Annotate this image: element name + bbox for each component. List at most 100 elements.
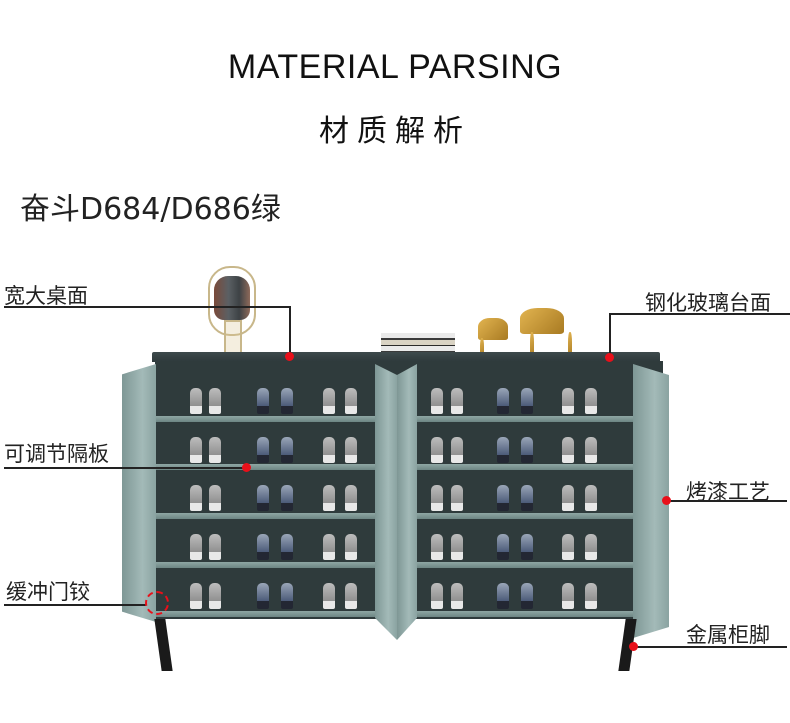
callout-dot <box>605 353 614 362</box>
shoe <box>562 437 574 463</box>
shoe <box>345 583 357 609</box>
shoe <box>257 437 269 463</box>
shoe <box>521 534 533 560</box>
deer-legs <box>568 332 572 358</box>
deer-legs <box>530 332 534 358</box>
shoe <box>585 388 597 414</box>
shelf <box>415 464 663 470</box>
shelf <box>155 611 377 617</box>
left-door <box>122 364 156 622</box>
shoe <box>281 437 293 463</box>
callout-wide-top: 宽大桌面 <box>4 284 88 308</box>
shoe <box>451 534 463 560</box>
callout-paint-process: 烤漆工艺 <box>686 480 770 504</box>
callout-line <box>609 313 611 355</box>
shoe <box>257 534 269 560</box>
shoe <box>257 485 269 511</box>
callout-line <box>609 313 790 315</box>
shelf <box>155 513 377 519</box>
title-english: MATERIAL PARSING <box>227 48 563 86</box>
callout-adjustable-shelf: 可调节隔板 <box>4 442 109 466</box>
callout-line <box>4 306 290 308</box>
callout-tempered-glass-top: 钢化玻璃台面 <box>645 291 771 315</box>
shoe <box>209 583 221 609</box>
title-chinese: 材质解析 <box>319 114 471 149</box>
shoe <box>451 485 463 511</box>
shoe <box>521 437 533 463</box>
shoe <box>562 583 574 609</box>
shoe <box>190 437 202 463</box>
shelf <box>415 611 663 617</box>
glass-top <box>152 352 660 362</box>
shelf <box>155 562 377 568</box>
metal-leg <box>154 619 173 671</box>
callout-soft-close-hinge: 缓冲门铰 <box>6 580 90 604</box>
shoe <box>281 534 293 560</box>
shoe <box>323 388 335 414</box>
shoe <box>431 388 443 414</box>
shelf <box>155 464 377 470</box>
deer-legs <box>480 338 484 358</box>
center-right-door <box>397 364 417 640</box>
shoe <box>190 534 202 560</box>
center-left-door <box>375 364 397 640</box>
lamp-base <box>224 320 242 356</box>
shoe <box>431 534 443 560</box>
shelf <box>415 416 663 422</box>
shoe <box>521 388 533 414</box>
shoe <box>451 583 463 609</box>
shoe <box>323 437 335 463</box>
shoe <box>281 583 293 609</box>
shoe <box>209 388 221 414</box>
deer-figurine-large <box>520 308 564 334</box>
shoe <box>323 485 335 511</box>
shoe <box>562 485 574 511</box>
shoe <box>431 583 443 609</box>
shoe <box>497 485 509 511</box>
shoe <box>190 485 202 511</box>
callout-line <box>4 467 248 469</box>
shoe <box>562 388 574 414</box>
lamp-icon <box>208 266 256 336</box>
callout-metal-legs: 金属柜脚 <box>686 623 770 647</box>
callout-line <box>289 306 291 354</box>
shoe <box>209 485 221 511</box>
lamp-glass <box>214 276 250 320</box>
shoe <box>345 534 357 560</box>
shoe <box>323 534 335 560</box>
shelf <box>415 562 663 568</box>
shoe <box>585 437 597 463</box>
shoe <box>190 583 202 609</box>
deer-figurine-small <box>478 318 508 340</box>
shoe <box>497 388 509 414</box>
hinge-highlight <box>145 591 169 615</box>
shelf <box>415 513 663 519</box>
callout-dot <box>662 496 671 505</box>
callout-line <box>4 604 146 606</box>
shoe <box>497 437 509 463</box>
shoe <box>497 534 509 560</box>
shoe <box>281 388 293 414</box>
callout-dot <box>242 463 251 472</box>
shoe <box>257 583 269 609</box>
shoe <box>190 388 202 414</box>
shoe <box>521 485 533 511</box>
shoe <box>585 583 597 609</box>
shoe <box>585 534 597 560</box>
callout-line <box>667 500 787 502</box>
shoe <box>562 534 574 560</box>
shoe <box>323 583 335 609</box>
shoe <box>521 583 533 609</box>
shoe <box>257 388 269 414</box>
callout-dot <box>285 352 294 361</box>
shoe <box>345 485 357 511</box>
shoe <box>345 437 357 463</box>
shoe <box>281 485 293 511</box>
product-model: 奋斗D684/D686绿 <box>20 192 281 227</box>
shoe <box>497 583 509 609</box>
shoe <box>431 485 443 511</box>
shoe <box>345 388 357 414</box>
callout-line <box>633 646 787 648</box>
shelf <box>155 416 377 422</box>
shoe <box>209 534 221 560</box>
